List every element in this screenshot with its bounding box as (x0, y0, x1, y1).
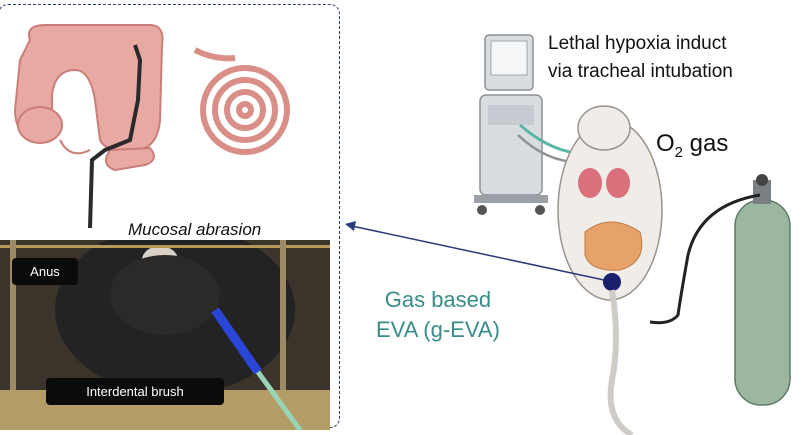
spiral-intestine-icon (193, 47, 291, 155)
mucosal-abrasion-label: Mucosal abrasion (128, 220, 262, 239)
o2-subscript: 2 (674, 143, 684, 161)
interdental-brush-icon (211, 307, 303, 430)
g-eva-line-2: EVA (g-EVA) (376, 317, 500, 342)
gas-cylinder-icon (649, 174, 791, 406)
o2-prefix: O (656, 130, 675, 157)
hypoxia-line-2: via tracheal intubation (548, 61, 733, 82)
hypoxia-caption: Lethal hypoxia induct via tracheal intub… (548, 30, 733, 86)
interdental-brush-label: Interdental brush (46, 378, 224, 405)
o2-suffix: gas (683, 130, 729, 157)
colon-illustration (13, 24, 164, 172)
hypoxia-line-1: Lethal hypoxia induct (548, 33, 727, 54)
g-eva-line-1: Gas based (384, 287, 492, 312)
anus-label: Anus (12, 258, 78, 285)
g-eva-caption: Gas based EVA (g-EVA) (376, 285, 500, 345)
ventilator-icon (474, 34, 601, 215)
endoscope-icon (88, 44, 143, 229)
o2-gas-label: O2 gas (656, 130, 728, 161)
connector-arrow (345, 221, 605, 281)
mouse-icon (557, 105, 663, 435)
